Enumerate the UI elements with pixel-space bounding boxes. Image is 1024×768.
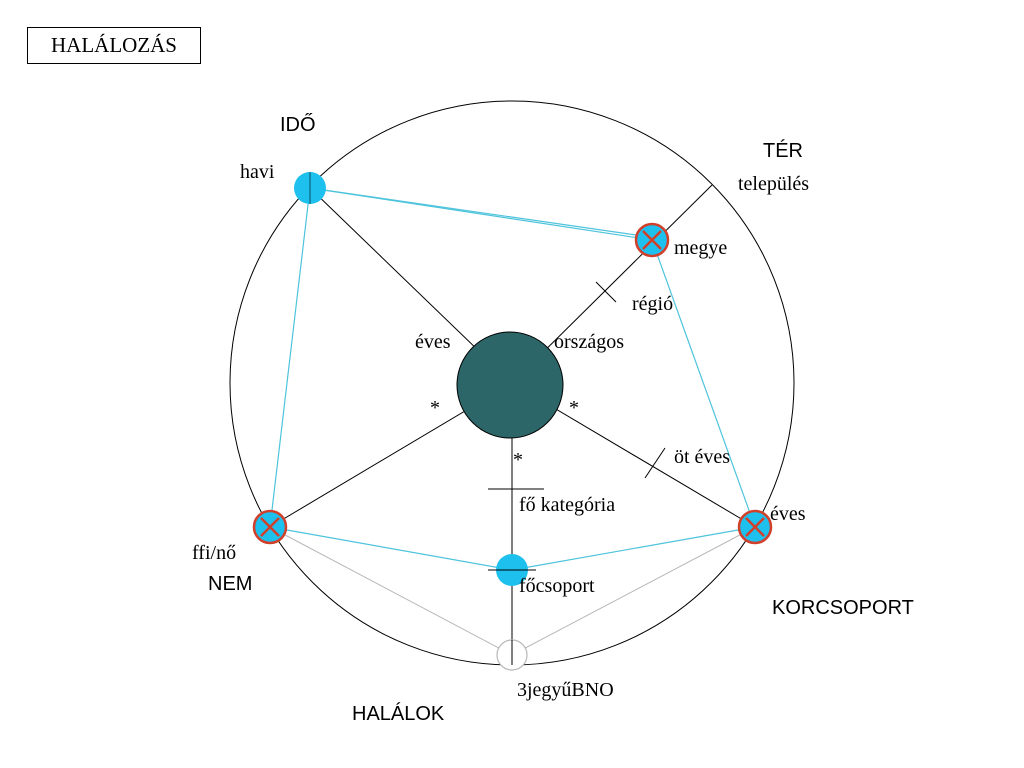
node-bno bbox=[496, 639, 528, 671]
label-bno: 3jegyűBNO bbox=[517, 679, 614, 701]
all-marker-bottom: * bbox=[513, 449, 523, 471]
node-ffi-no bbox=[252, 509, 288, 545]
link-megye-eves bbox=[651, 239, 756, 528]
link-focsoport-eves bbox=[511, 526, 756, 571]
node-megye bbox=[634, 222, 670, 258]
node-havi bbox=[294, 172, 326, 204]
label-ot-eves: öt éves bbox=[674, 446, 730, 468]
label-halalok: HALÁLOK bbox=[352, 702, 445, 725]
all-marker-right: * bbox=[569, 397, 579, 419]
label-korcsoport: KORCSOPORT bbox=[772, 597, 914, 619]
label-eves-time: éves bbox=[415, 331, 451, 353]
center-node bbox=[456, 331, 564, 439]
tick-regio bbox=[595, 281, 617, 303]
label-telepules: település bbox=[738, 173, 809, 195]
faded-link-nem-bno bbox=[269, 526, 513, 656]
label-eves-age: éves bbox=[770, 503, 806, 525]
link-ffino-focsoport bbox=[269, 526, 513, 571]
all-marker-left: * bbox=[430, 397, 440, 419]
label-ffi-no: ffi/nő bbox=[192, 542, 236, 564]
page-title: HALÁLOZÁS bbox=[27, 27, 201, 64]
label-ter: TÉR bbox=[763, 139, 803, 162]
label-focsoport: főcsoport bbox=[519, 575, 595, 597]
selection-polygon bbox=[269, 187, 756, 571]
tick-ot-eves bbox=[644, 447, 666, 479]
link-havi-ffino bbox=[269, 187, 311, 528]
label-fo-kategoria: fő kategória bbox=[519, 494, 615, 516]
label-megye: megye bbox=[674, 237, 727, 259]
link-havi-megye-2 bbox=[309, 187, 651, 238]
label-nem: NEM bbox=[208, 573, 252, 595]
label-havi: havi bbox=[240, 161, 275, 183]
faded-link-kor-bno bbox=[511, 526, 756, 656]
label-orszagos: országos bbox=[554, 331, 624, 353]
label-regio: régió bbox=[632, 293, 673, 315]
node-focsoport bbox=[488, 554, 536, 586]
node-eves-age bbox=[737, 509, 773, 545]
label-ido: IDŐ bbox=[280, 113, 316, 136]
